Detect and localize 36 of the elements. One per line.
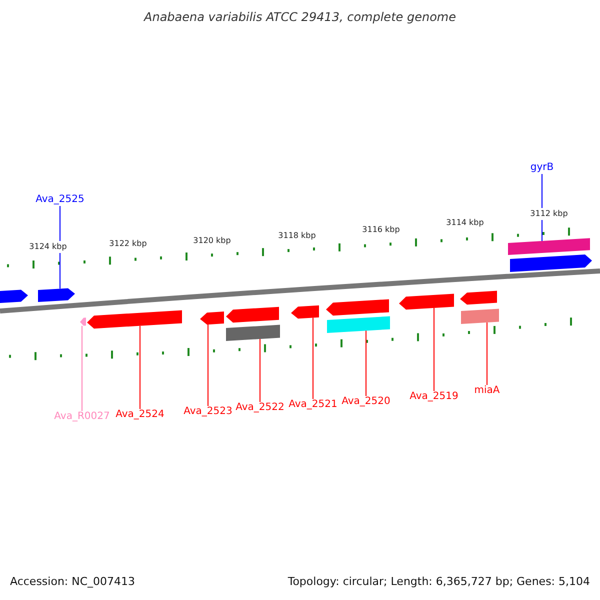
scale-label: 3118 kbp: [277, 230, 317, 242]
feature-bar: [226, 324, 280, 341]
gene-label: Ava_2523: [184, 406, 232, 418]
gene-label: Ava_2522: [236, 402, 284, 414]
gene-label: gyrB: [530, 162, 554, 174]
gene-label: Ava_2524: [116, 409, 164, 421]
leader-line: [486, 322, 488, 386]
scale-label: 3124 kbp: [28, 241, 68, 253]
accession-text: Accession: NC_007413: [10, 576, 136, 588]
gene-label: Ava_2521: [288, 399, 338, 411]
gene-feature: [0, 290, 28, 303]
scale-label: 3112 kbp: [529, 208, 569, 220]
feature-bar: [327, 316, 390, 333]
gene-feature: [38, 288, 75, 302]
gene-label: Ava_2520: [342, 396, 390, 408]
gene-feature: [326, 299, 389, 316]
gene-label: Ava_R0027: [54, 411, 110, 423]
gene-feature: [510, 254, 592, 272]
gene-feature: [87, 310, 182, 329]
gene-feature: [460, 290, 497, 305]
scale-label: 3122 kbp: [108, 238, 148, 250]
gene-label: Ava_2525: [36, 194, 84, 206]
title: Anabaena variabilis ATCC 29413, complete genome: [144, 11, 456, 23]
gene-feature: [399, 294, 454, 310]
gene-label: Ava_2519: [410, 391, 458, 403]
feature-bar: [508, 238, 590, 255]
scale-label: 3120 kbp: [192, 235, 232, 247]
genome-summary: Topology: circular; Length: 6,365,727 bp; Genes: 5,104: [288, 576, 590, 588]
gene-feature: [200, 312, 224, 325]
scale-label: 3114 kbp: [445, 217, 485, 229]
leader-line: [312, 317, 314, 400]
feature-bar: [461, 308, 499, 324]
gene-label: miaA: [474, 385, 500, 397]
gene-feature: [291, 305, 319, 319]
gene-feature: [226, 306, 279, 323]
scale-label: 3116 kbp: [361, 224, 401, 236]
